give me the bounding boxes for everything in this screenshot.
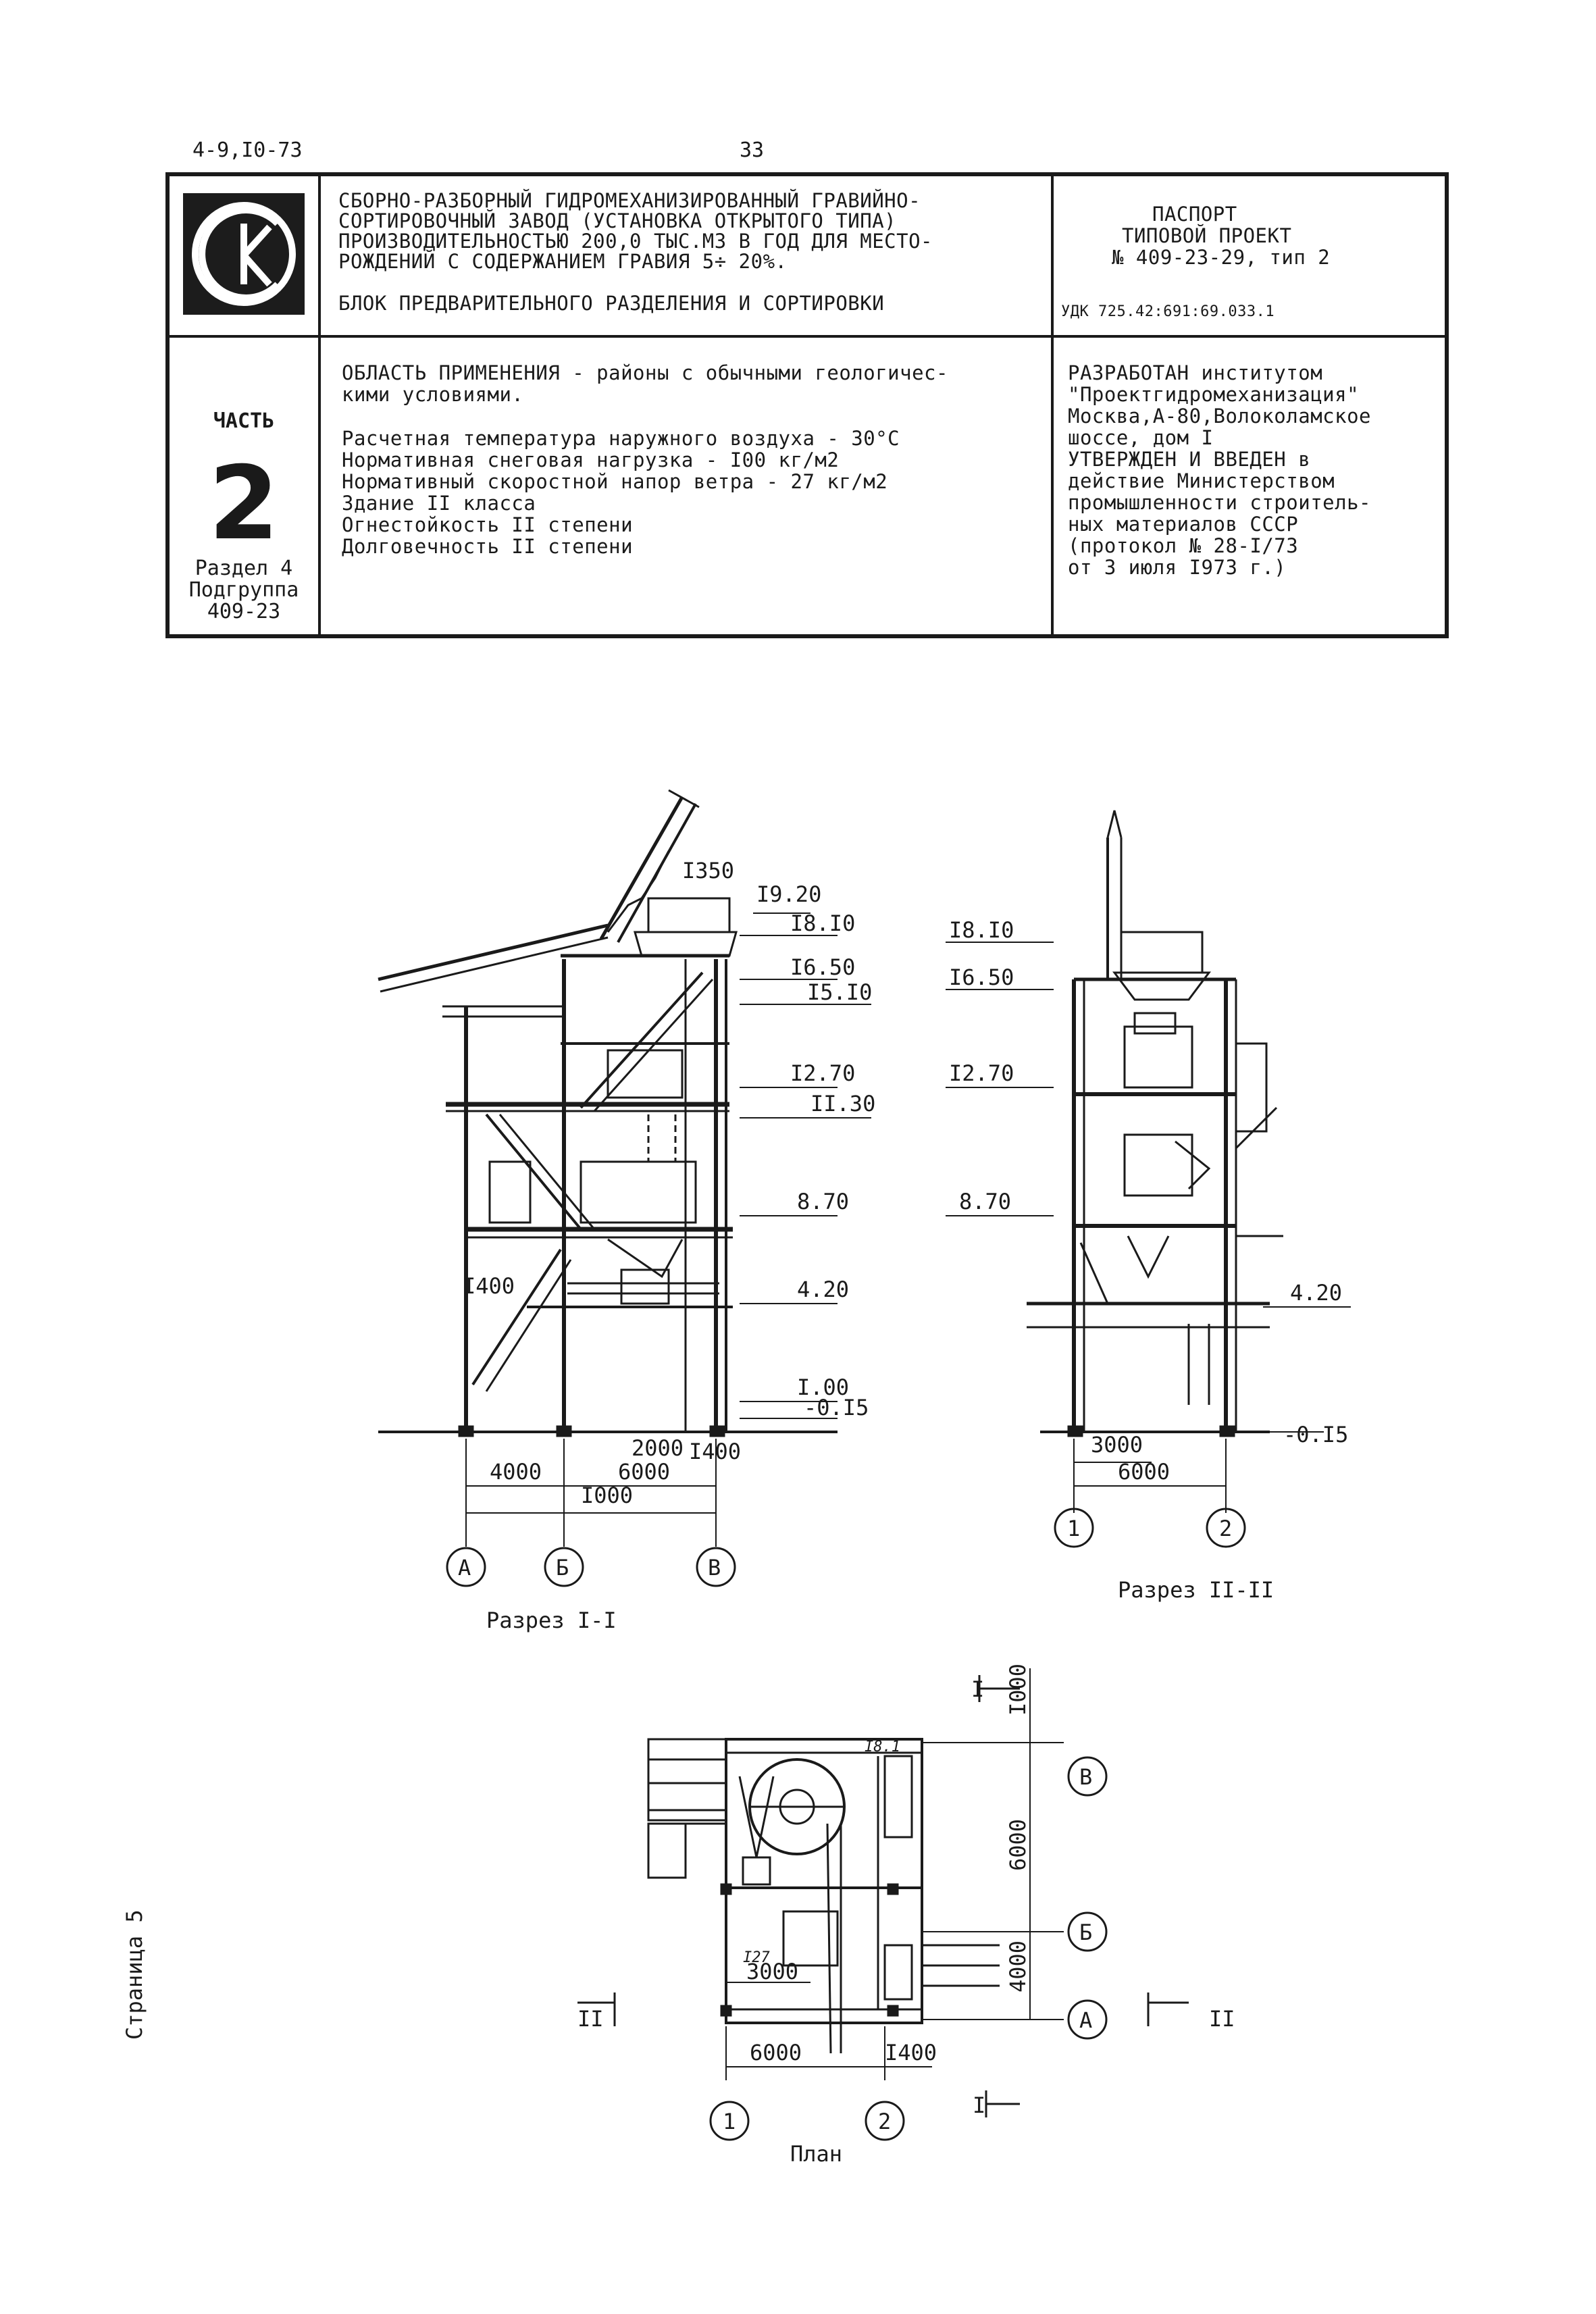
developer-line-3: Москва,А-80,Волоколамское [1068,405,1371,428]
plan-cut-ii-left: II [577,2006,604,2032]
s1-elev-1510: I5.I0 [807,979,872,1005]
plan-dim-1000: I000 [1005,1664,1031,1716]
developer-line-1: РАЗРАБОТАН институтом [1068,361,1323,384]
s1-axis-b: Б [556,1555,569,1580]
passport-number: № 409-23-29, тип 2 [1112,246,1331,269]
title-block: СБОРНО-РАЗБОРНЫЙ ГИДРОМЕХАНИЗИРОВАННЫЙ Г… [165,172,1449,638]
section-line-2: Подгруппа [188,578,299,602]
plan-dim-6000-h: 6000 [750,2040,802,2065]
param-fire-resistance: Огнестойкость II степени [342,513,634,536]
application-line-2: кими условиями. [342,383,524,406]
plan-cut-ii-right: II [1209,2006,1235,2032]
plan-caption: План [790,2141,843,2167]
s2-elev-1270: I2.70 [949,1060,1014,1086]
section-line-1: Раздел 4 [195,557,293,580]
s1-axis-v: В [708,1555,721,1580]
developer-line-8: ных материалов СССР [1068,513,1299,536]
title-line-2: СОРТИРОВОЧНЫЙ ЗАВОД (УСТАНОВКА ОТКРЫТОГО… [338,209,897,232]
section-line-3: 409-23 [207,600,281,623]
s1-elev-1130: II.30 [810,1091,875,1116]
s1-elev-1810: I8.I0 [790,910,855,936]
s1-dim-1400-right: I400 [689,1439,741,1464]
plan-dim-1400: I400 [885,2040,937,2065]
title-line-3: ПРОИЗВОДИТЕЛЬНОСТЬЮ 200,0 ТЫС.М3 В ГОД Д… [338,230,933,253]
s2-elev-1810: I8.I0 [949,917,1014,943]
plan-dim-3000: 3000 [746,1959,798,1984]
plan-dim-4000: 4000 [1005,1940,1031,1992]
s2-elev-420: 4.20 [1290,1280,1342,1306]
plan-axis-a: А [1079,2007,1092,2033]
section-2-drawing [946,810,1351,1548]
s1-dim-1400-left: I400 [463,1273,515,1299]
title-line-4: РОЖДЕНИЙ С СОДЕРЖАНИЕМ ГРАВИЯ 5÷ 20%. [338,250,788,273]
passport-type: ТИПОВОЙ ПРОЕКТ [1122,224,1292,247]
param-wind: Нормативный скоростной напор ветра - 27 … [342,470,888,493]
s1-dim-4000: 4000 [490,1459,542,1485]
s2-dim-6000: 6000 [1118,1459,1170,1485]
s1-dim-1000: I000 [581,1483,633,1508]
s1-dim-1350: I350 [682,858,734,883]
part-number: 2 [208,445,280,563]
s2-axis-1: 1 [1067,1516,1080,1541]
developer-line-9: (протокол № 28-I/73 [1068,534,1299,557]
section-1-caption: Разрез I-I [486,1608,617,1633]
s1-dim-6000: 6000 [618,1459,670,1485]
ck-logo-icon [183,193,305,315]
title-line-1: СБОРНО-РАЗБОРНЫЙ ГИДРОМЕХАНИЗИРОВАННЫЙ Г… [338,189,921,212]
plan-drawing [577,1668,1189,2141]
part-label: ЧАСТЬ [213,409,275,433]
plan-cut-i-bottom: I [973,2092,985,2118]
param-snow-load: Нормативная снеговая нагрузка - I00 кг/м… [342,448,840,471]
page-number: 33 [740,138,765,162]
s1-elev-1270: I2.70 [790,1060,855,1086]
plan-axis-1: 1 [723,2109,736,2134]
document-code: 4-9,I0-73 [192,138,303,162]
s1-dim-2000: 2000 [632,1435,684,1461]
s1-elev-1920: I9.20 [756,881,821,907]
s2-dim-3000: 3000 [1091,1432,1143,1458]
plan-cut-i-top: I [971,1676,984,1702]
param-building-class: Здание II класса [342,492,536,515]
page-label: Страница 5 [122,1909,147,2040]
s2-elev-1650: I6.50 [949,965,1014,990]
developer-line-2: "Проектгидромеханизация" [1068,383,1360,406]
plan-axis-v: В [1079,1764,1092,1790]
section-2-caption: Разрез II-II [1118,1577,1275,1603]
s2-elev-870: 8.70 [959,1189,1011,1214]
plan-dim-127: I27 [743,1949,770,1966]
s1-elev-870: 8.70 [797,1189,849,1214]
developer-line-5: УТВЕРЖДЕН И ВВЕДЕН в [1068,448,1311,471]
s1-elev-420: 4.20 [797,1277,849,1302]
developer-line-10: от 3 июля I973 г.) [1068,556,1287,579]
plan-axis-b: Б [1079,1920,1092,1945]
param-temperature: Расчетная температура наружного воздуха … [342,427,900,450]
s1-elev-1650: I6.50 [790,954,855,980]
s1-axis-a: А [458,1555,471,1580]
plan-dim-6000-v: 6000 [1005,1819,1031,1871]
developer-line-6: действие Министерством [1068,469,1335,492]
developer-line-7: промышленности строитель- [1068,491,1371,514]
application-line-1: ОБЛАСТЬ ПРИМЕНЕНИЯ - районы с обычными г… [342,361,948,384]
passport-title: ПАСПОРТ [1152,203,1237,226]
s2-axis-2: 2 [1219,1516,1232,1541]
developer-line-4: шоссе, дом I [1068,426,1214,449]
plan-dim-18-1: I8.1 [865,1739,900,1755]
plan-axis-2: 2 [878,2109,891,2134]
s1-elev-015: -0.I5 [804,1395,869,1420]
param-durability: Долговечность II степени [342,535,634,558]
udk-code: УДК 725.42:691:69.033.1 [1061,303,1275,320]
block-name: БЛОК ПРЕДВАРИТЕЛЬНОГО РАЗДЕЛЕНИЯ И СОРТИ… [338,292,885,315]
s1-elev-100: I.00 [797,1374,849,1400]
section-1-drawing [378,789,871,1587]
s2-elev-015: -0.I5 [1283,1422,1348,1447]
